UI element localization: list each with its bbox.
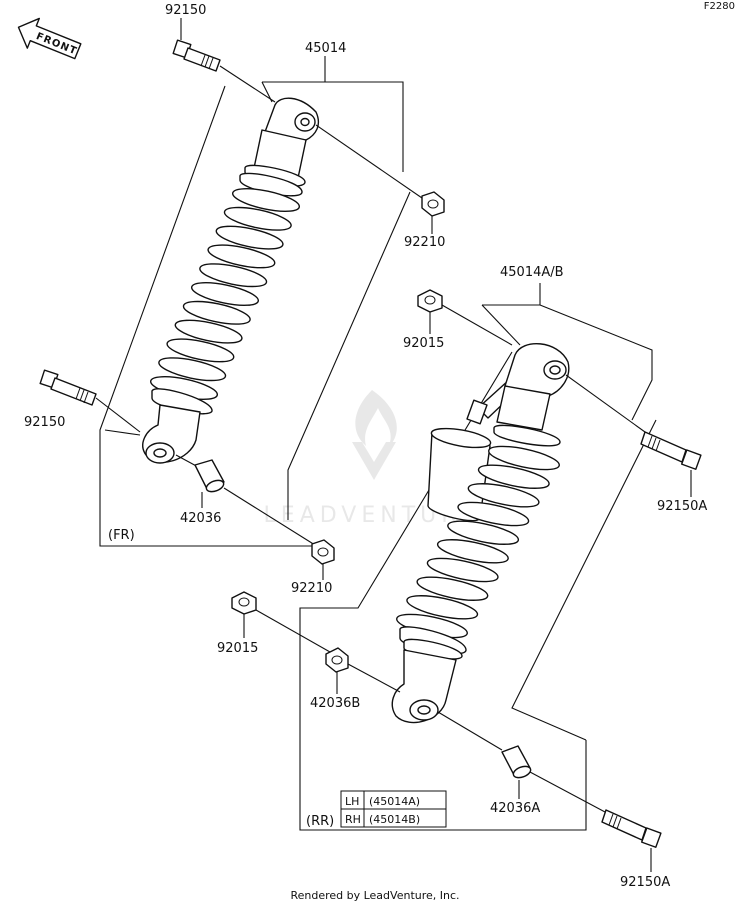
spring-coil [426, 557, 499, 583]
nut-92210-bottom [311, 539, 335, 565]
variant-side-rh: RH [345, 813, 361, 826]
shock-absorber-rear [391, 342, 570, 724]
bolt-92150A-top [565, 374, 702, 470]
label-shock-rear: 45014A/B [500, 265, 564, 280]
bolt-92150-top [172, 39, 276, 103]
spring-coil [467, 483, 540, 508]
spring-coil [231, 188, 301, 212]
label-nut-bottom: 92210 [291, 581, 332, 596]
spring-coil [199, 263, 268, 288]
spring-coil [436, 539, 509, 564]
label-rr-tag: (RR) [306, 814, 334, 829]
variant-part-rh: (45014B) [369, 813, 420, 826]
watermark: LEADVENTURE [264, 390, 475, 528]
footer-credit: Rendered by LeadVenture, Inc. [290, 889, 459, 902]
spring-coil [223, 206, 292, 231]
label-shock-front: 45014 [305, 41, 346, 56]
label-washer-top: 92015 [403, 336, 444, 351]
figure-code: F2280 [704, 1, 735, 12]
spring-coil [477, 464, 550, 489]
label-bolt-top: 92150 [165, 3, 206, 18]
label-nut-top: 92210 [404, 235, 445, 250]
spring-coil [190, 282, 260, 306]
label-bolt-mid: 92150 [24, 415, 65, 430]
rear-group-outline [299, 283, 657, 831]
label-washer-bottom: 92015 [217, 641, 258, 656]
front-coil-spring [149, 188, 301, 400]
spring-coil [158, 357, 227, 382]
collar-42036B [325, 647, 401, 693]
washer-92015-top [417, 289, 513, 346]
label-bolt-rear-top: 92150A [657, 499, 707, 514]
label-bolt-rear-bottom: 92150A [620, 875, 670, 890]
spring-coil [207, 244, 276, 269]
variant-side-lh: LH [345, 795, 359, 808]
bolt-92150-mid [39, 369, 141, 433]
front-arrow-icon: FRONT [17, 17, 82, 60]
spring-coil [416, 576, 489, 601]
label-collar-front: 42036 [180, 511, 221, 526]
collar-42036 [175, 454, 316, 546]
spring-coil [166, 338, 235, 363]
spring-coil [215, 225, 284, 250]
part-labels: 92150 45014 92210 92150 42036 (FR) 92210… [24, 3, 707, 890]
bolt-92150A-bottom [601, 809, 662, 848]
washer-92015-bottom [231, 591, 331, 653]
label-collar-rear-a: 42036A [490, 801, 540, 816]
spring-coil [406, 595, 479, 620]
spring-coil [174, 319, 243, 344]
rear-coil-spring [396, 445, 560, 639]
variant-part-lh: (45014A) [369, 795, 420, 808]
spring-coil [457, 501, 530, 527]
spring-coil [488, 445, 560, 471]
label-collar-rear-b: 42036B [310, 696, 360, 711]
spring-coil [182, 300, 251, 325]
label-fr-tag: (FR) [108, 528, 135, 543]
nut-92210-top [315, 124, 445, 217]
front-group-outline [99, 81, 411, 547]
collar-42036A [437, 711, 606, 813]
spring-coil [447, 520, 520, 545]
shock-absorber-front [142, 97, 320, 464]
variant-table: LH (45014A) RH (45014B) [340, 790, 447, 828]
